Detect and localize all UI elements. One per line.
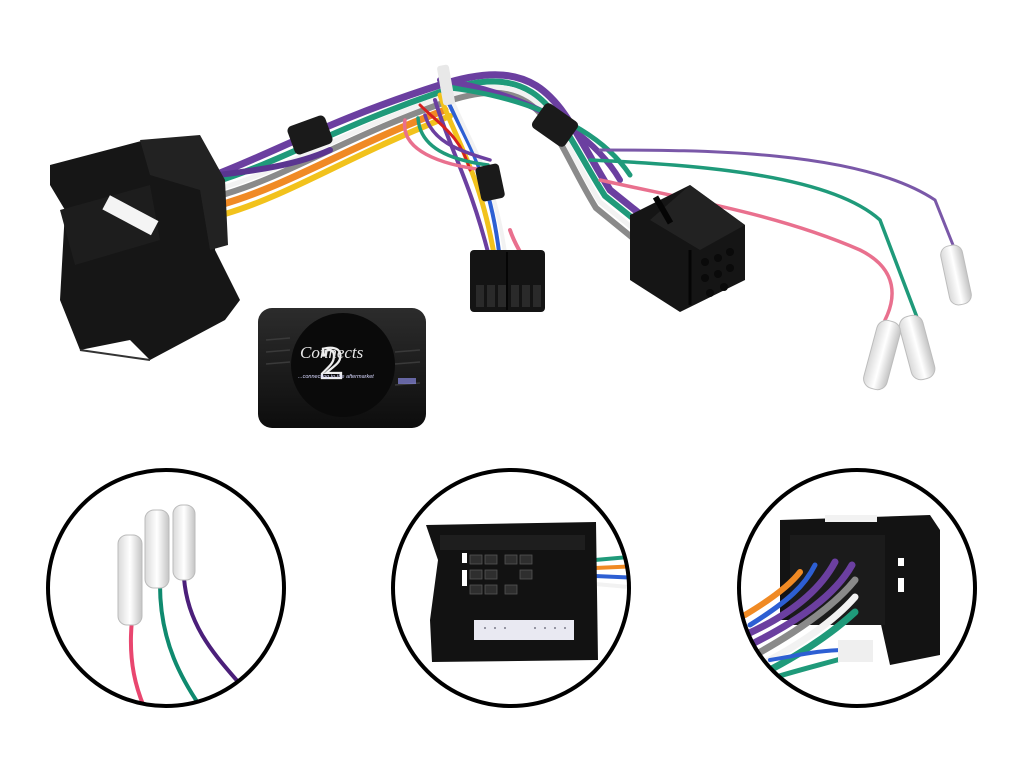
module-brand-numeral: 2 <box>320 337 343 388</box>
inset-terminals <box>46 468 286 708</box>
tape-wraps <box>287 64 579 202</box>
module-brand-text: Connects <box>300 343 364 362</box>
interface-module: 2 Connects ...connecting to the aftermar… <box>258 308 426 428</box>
module-tagline: ...connecting to the aftermarket <box>298 374 374 380</box>
inset-quadlock-face <box>391 468 631 708</box>
molex-16pin-connector <box>470 250 545 312</box>
spade-terminals <box>863 244 972 391</box>
inset-iso-rear <box>737 468 977 708</box>
iso-connector <box>630 185 745 312</box>
quadlock-connector <box>50 135 240 361</box>
wire-bundle <box>207 71 957 322</box>
